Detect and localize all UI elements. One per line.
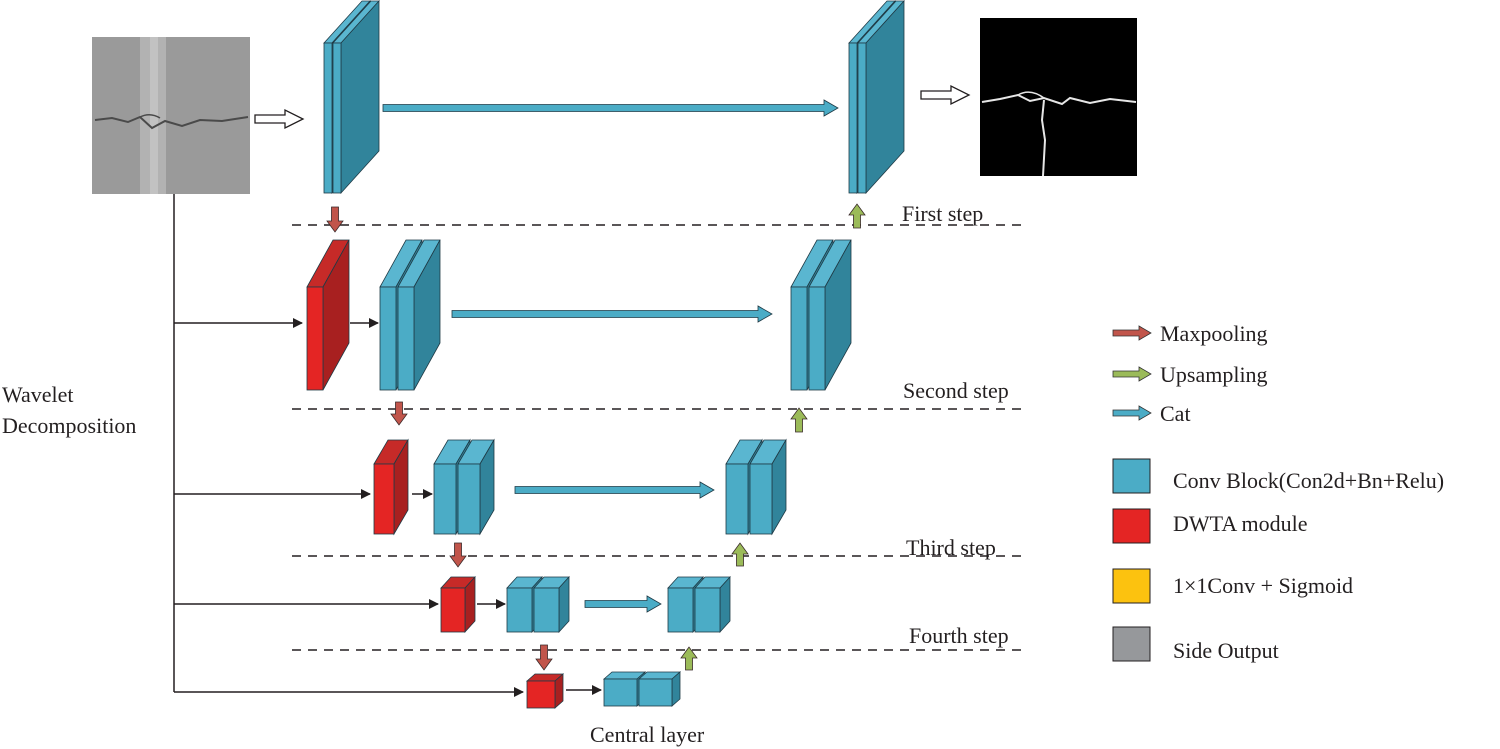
input-flow-arrow [254, 108, 305, 130]
wavelet-label-line2: Decomposition [2, 413, 136, 438]
conv-block-l3-encoder-b [457, 438, 495, 536]
legend-label-upsampling: Upsampling [1160, 362, 1268, 387]
second-step-label: Second step [903, 378, 1009, 403]
conv-block-l1-decoder-b [857, 0, 905, 195]
upsample-arrow-3 [731, 542, 749, 567]
legend-label-cat: Cat [1160, 401, 1191, 426]
legend: Conv Block(Con2d+Bn+Relu) DWTA module 1×… [1112, 321, 1444, 663]
conv-block-l3-decoder-b [749, 438, 787, 536]
dwta-module-l3 [373, 438, 409, 536]
output-flow-arrow [920, 84, 971, 106]
cat-arrow-l2 [451, 305, 773, 323]
dwta-module-l4 [440, 575, 476, 634]
legend-arrow-maxpooling [1112, 325, 1152, 341]
fourth-step-label: Fourth step [909, 623, 1009, 648]
conv-block-central-b [637, 671, 682, 707]
upsample-arrow-4 [680, 646, 698, 671]
cat-arrow-l4 [584, 595, 662, 613]
conv-block-l2-encoder-b [397, 239, 441, 391]
maxpool-arrow-2 [390, 401, 408, 426]
dwta-module-central [525, 673, 565, 709]
legend-label-conv-block: Conv Block(Con2d+Bn+Relu) [1173, 468, 1444, 493]
maxpool-arrow-3 [449, 542, 467, 568]
maxpool-arrow-4 [535, 644, 553, 671]
network-blocks [306, 0, 905, 709]
legend-arrow-cat [1112, 405, 1152, 421]
third-step-label: Third step [906, 535, 996, 560]
first-step-label: First step [902, 201, 983, 226]
conv-block-l2-decoder-b [808, 239, 852, 391]
network-arrows [326, 99, 866, 671]
upsample-arrow-2 [790, 407, 808, 433]
cat-arrow-l1 [382, 99, 839, 117]
legend-swatch-dwta [1112, 508, 1151, 544]
upsample-arrow-1 [848, 203, 866, 229]
legend-swatch-side-output [1112, 626, 1151, 662]
legend-swatch-conv-sigmoid [1112, 568, 1151, 604]
conv-block-l4-decoder-b [694, 575, 731, 634]
legend-label-maxpooling: Maxpooling [1160, 321, 1268, 346]
legend-label-dwta: DWTA module [1173, 511, 1308, 536]
conv-block-l1-encoder-b [332, 0, 380, 195]
legend-label-conv-sigmoid: 1×1Conv + Sigmoid [1173, 573, 1353, 598]
output-segmentation-image [980, 18, 1137, 177]
central-layer-label: Central layer [590, 722, 705, 747]
legend-arrow-upsampling [1112, 366, 1152, 382]
maxpool-arrow-1 [326, 206, 344, 233]
wavelet-branch-lines [173, 194, 524, 697]
legend-swatch-conv-block [1112, 458, 1151, 494]
input-crack-image [92, 37, 250, 194]
cat-arrow-l3 [514, 481, 715, 499]
dwta-to-conv-arrows [350, 318, 602, 695]
conv-block-l4-encoder-b [533, 575, 570, 634]
legend-label-side-output: Side Output [1173, 638, 1279, 663]
wavelet-label-line1: Wavelet [2, 382, 74, 407]
dwta-module-l2 [306, 239, 350, 391]
